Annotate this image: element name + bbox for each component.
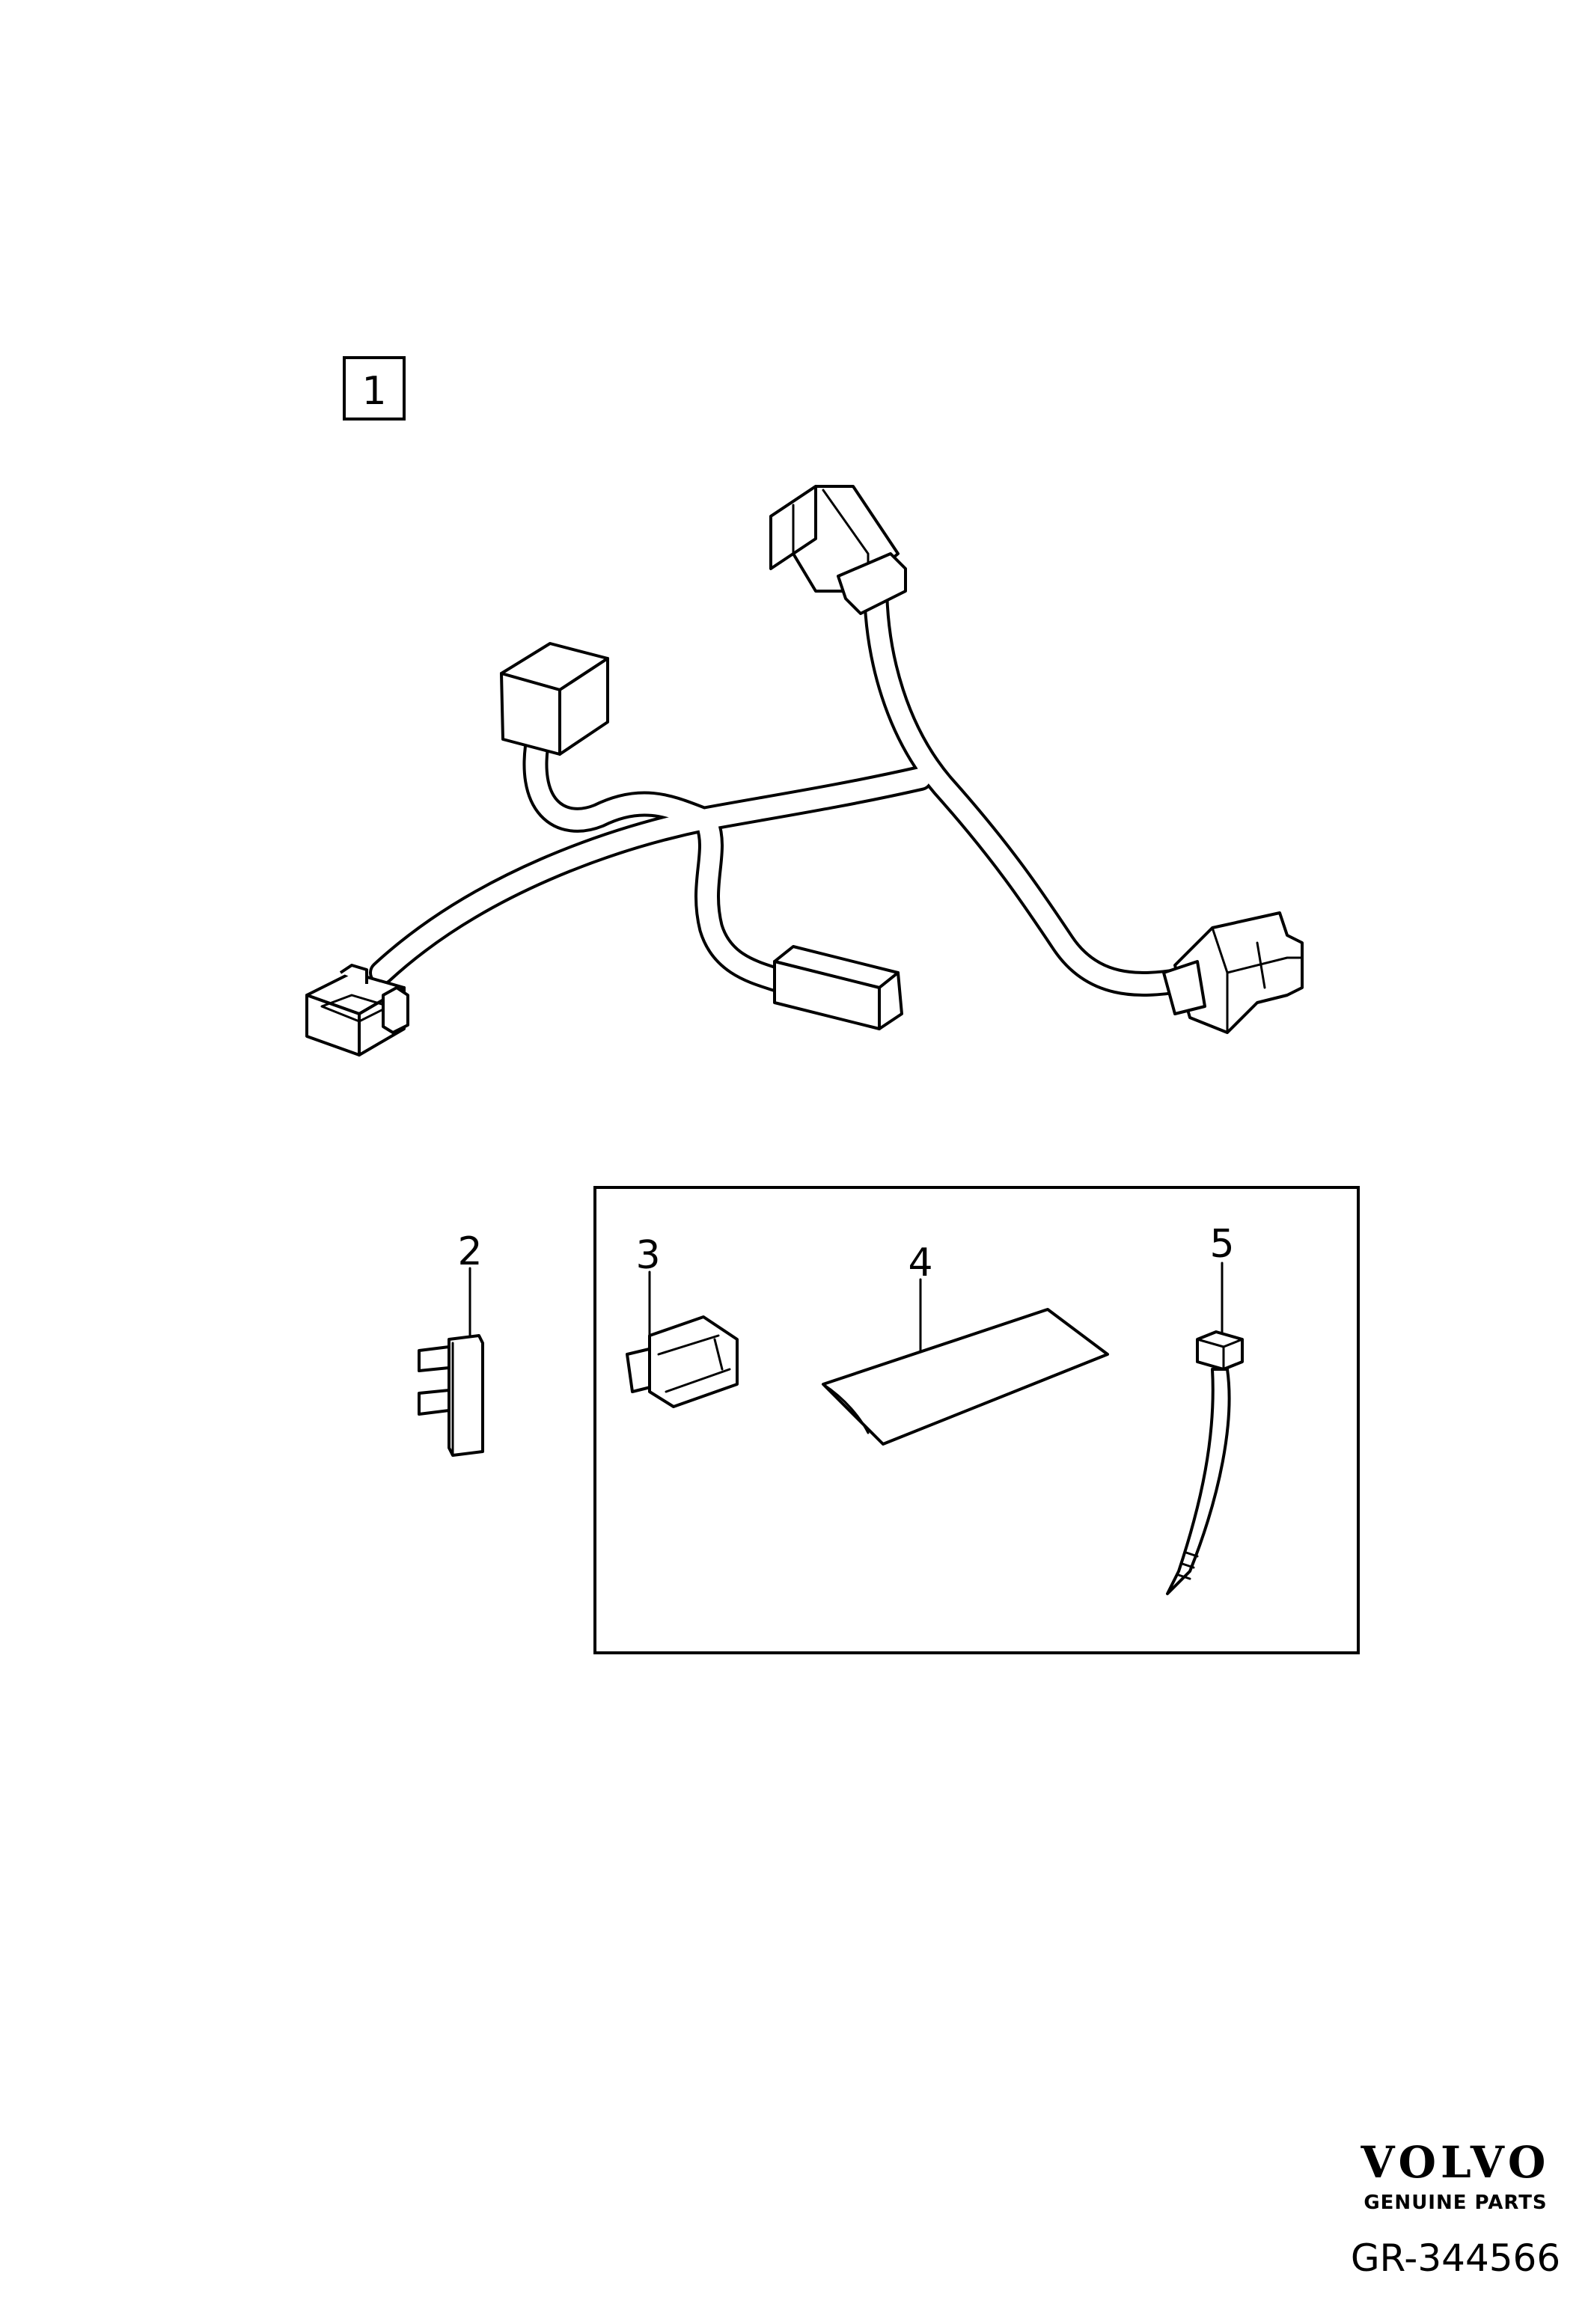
fuse-part: 2	[418, 1229, 484, 1457]
callout-1-label: 1	[361, 369, 386, 414]
left-connector	[305, 964, 409, 1056]
right-connector	[1162, 911, 1304, 1034]
relay-connector	[500, 642, 609, 756]
volvo-logo: VOLVO	[1361, 2137, 1551, 2188]
callout-3-label: 3	[635, 1233, 660, 1278]
tape-part: 4	[822, 1241, 1109, 1446]
callout-2-label: 2	[457, 1229, 482, 1274]
wiring-harness	[305, 485, 1304, 1056]
volvo-branding: VOLVO GENUINE PARTS GR-344566	[1351, 2137, 1560, 2280]
callout-5-label: 5	[1209, 1222, 1234, 1267]
clip-part: 3	[626, 1233, 739, 1408]
kit-frame	[593, 1186, 1360, 1654]
callout-1-box: 1	[343, 356, 406, 421]
upper-connector	[769, 485, 907, 615]
figure-code: GR-344566	[1351, 2236, 1560, 2280]
center-connector	[773, 945, 903, 1030]
genuine-parts-label: GENUINE PARTS	[1364, 2192, 1547, 2214]
callout-4-label: 4	[908, 1241, 932, 1285]
cable-tie-part: 5	[1166, 1222, 1244, 1595]
